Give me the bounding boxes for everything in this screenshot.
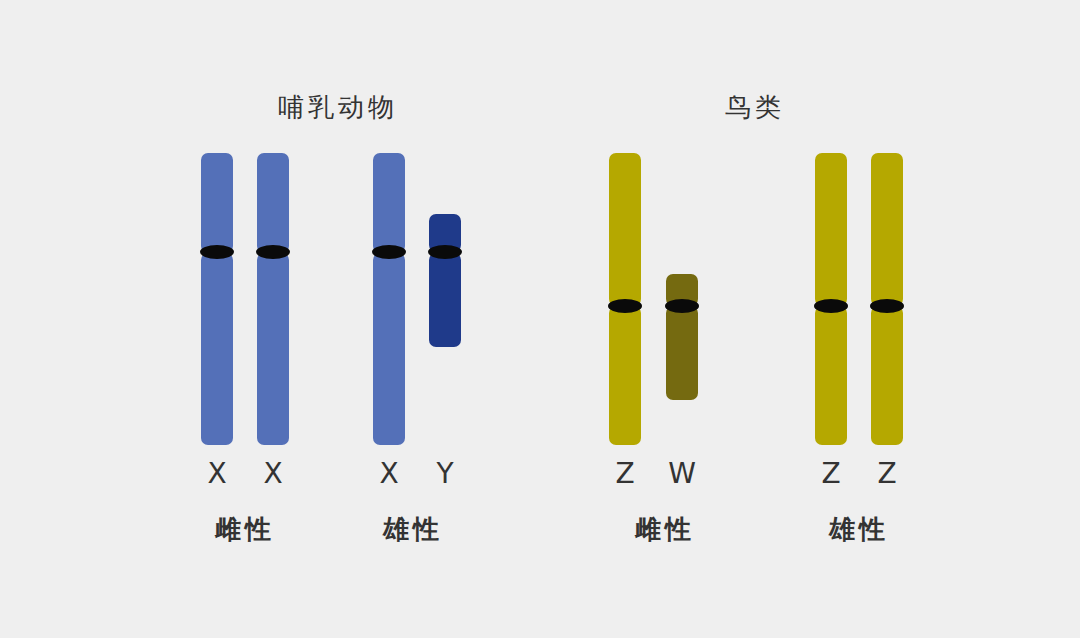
chromosome-letter: X <box>207 457 226 490</box>
sex-label: 雄性 <box>383 512 443 547</box>
sex-label: 雄性 <box>829 512 889 547</box>
group-heading: 鸟类 <box>725 90 785 125</box>
chromosome-letter: Z <box>877 457 896 490</box>
group-heading: 哺乳动物 <box>278 90 398 125</box>
chromosome-letter: Z <box>615 457 634 490</box>
sex-label: 雌性 <box>635 512 695 547</box>
mammal-x-chromosome <box>201 153 405 445</box>
chromosome-letter: Z <box>821 457 840 490</box>
chromosome-letter: X <box>379 457 398 490</box>
centromere <box>200 245 904 313</box>
mammal-y-chromosome <box>429 214 461 347</box>
chromosome-letter: X <box>263 457 282 490</box>
chromosome-letter: W <box>668 457 696 490</box>
bird-w-chromosome <box>666 274 698 400</box>
bird-z-chromosome <box>609 153 903 445</box>
sex-label: 雌性 <box>215 512 275 547</box>
chromosome-letter: Y <box>436 457 453 490</box>
